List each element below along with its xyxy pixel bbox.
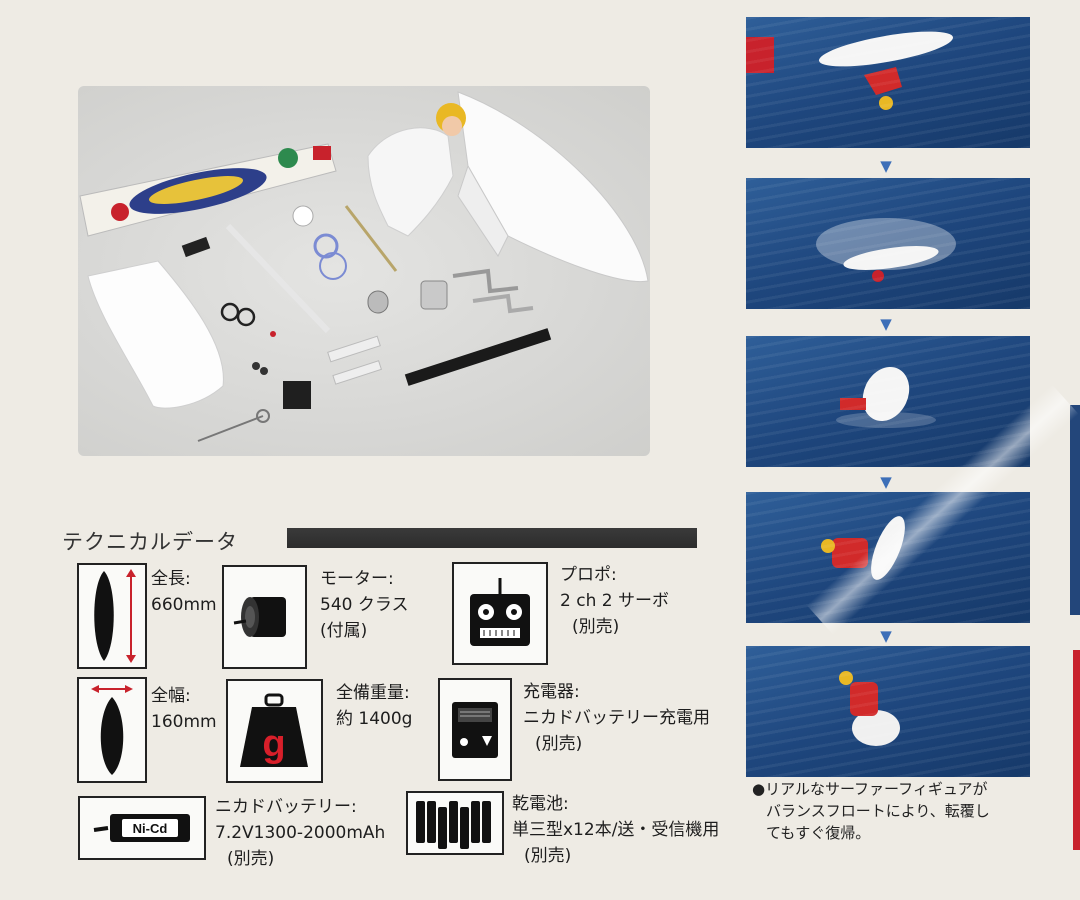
sequence-photo-5 [746,646,1030,777]
sequence-caption: ●リアルなサーファーフィギュアが バランスフロートにより、転覆し てもすぐ復帰。 [752,778,1042,844]
charger-value: ニカドバッテリー充電用 [523,708,710,728]
weight-icon-letter: g [262,723,285,765]
weight-icon: g [226,679,323,783]
dry-cells-value: 単三型x12本/送・受信機用 [512,820,720,840]
battery-icon-label: Ni-Cd [133,821,168,836]
motor-spec: モーター: 540 クラス (付属) [320,566,409,644]
motor-value: 540 クラス [320,595,409,615]
weight-label: 全備重量: [336,683,410,703]
width-spec: 全幅: 160mm [151,683,217,735]
edge-photo-strip [1070,405,1080,615]
length-icon [77,563,147,669]
decal-sheet [79,143,337,237]
sequence-photo-4 [746,492,1030,623]
kit-parts-illustration [79,91,649,442]
nicd-battery-icon: Ni-Cd [78,796,206,860]
length-value: 660mm [151,595,217,615]
charger-icon [438,678,512,781]
radio-transmitter-icon [452,562,548,665]
caption-line-2: バランスフロートにより、転覆し [766,802,990,820]
battery-spec: ニカドバッテリー: 7.2V1300-2000mAh (別売) [215,794,385,872]
arrow-1-icon: ▼ [880,157,892,175]
kit-contents-photo [78,86,650,456]
arrow-3-icon: ▼ [880,473,892,491]
width-value: 160mm [151,712,217,732]
caption-line-1: ●リアルなサーファーフィギュアが [752,780,988,798]
weight-value: 約 1400g [336,709,413,729]
arrow-2-icon: ▼ [880,315,892,333]
sequence-photo-3 [746,336,1030,467]
radio-value: 2 ch 2 サーボ [560,591,669,611]
small-parts [181,205,552,442]
length-label: 全長: [151,569,191,589]
surfboard-hull [457,91,649,283]
battery-value: 7.2V1300-2000mAh [215,823,386,843]
battery-label: ニカドバッテリー: [215,797,357,817]
motor-note: (付属) [320,621,368,641]
radio-note: (別売) [572,617,620,637]
edge-red-strip [1073,650,1080,850]
width-label: 全幅: [151,686,191,706]
section-divider-bar [287,528,697,548]
surfer-figure [367,103,466,237]
sequence-photo-1 [746,17,1030,148]
dry-cell-icon [406,791,504,855]
motor-label: モーター: [320,569,394,589]
technical-data-title: テクニカルデータ [62,530,238,554]
charger-label: 充電器: [523,682,580,702]
dry-cells-note: (別売) [524,846,572,866]
sequence-photo-2 [746,178,1030,309]
radio-label: プロポ: [560,565,617,585]
charger-note: (別売) [535,734,583,754]
length-spec: 全長: 660mm [151,566,217,618]
dry-cells-spec: 乾電池: 単三型x12本/送・受信機用 (別売) [512,791,719,869]
charger-spec: 充電器: ニカドバッテリー充電用 (別売) [523,679,710,757]
deck-board [87,260,224,409]
arrow-4-icon: ▼ [880,627,892,645]
caption-line-3: てもすぐ復帰。 [766,824,871,842]
radio-spec: プロポ: 2 ch 2 サーボ (別売) [560,562,669,640]
motor-icon [222,565,307,669]
dry-cells-label: 乾電池: [512,794,569,814]
width-icon [77,677,147,783]
weight-spec: 全備重量: 約 1400g [336,680,412,732]
battery-note: (別売) [227,849,275,869]
